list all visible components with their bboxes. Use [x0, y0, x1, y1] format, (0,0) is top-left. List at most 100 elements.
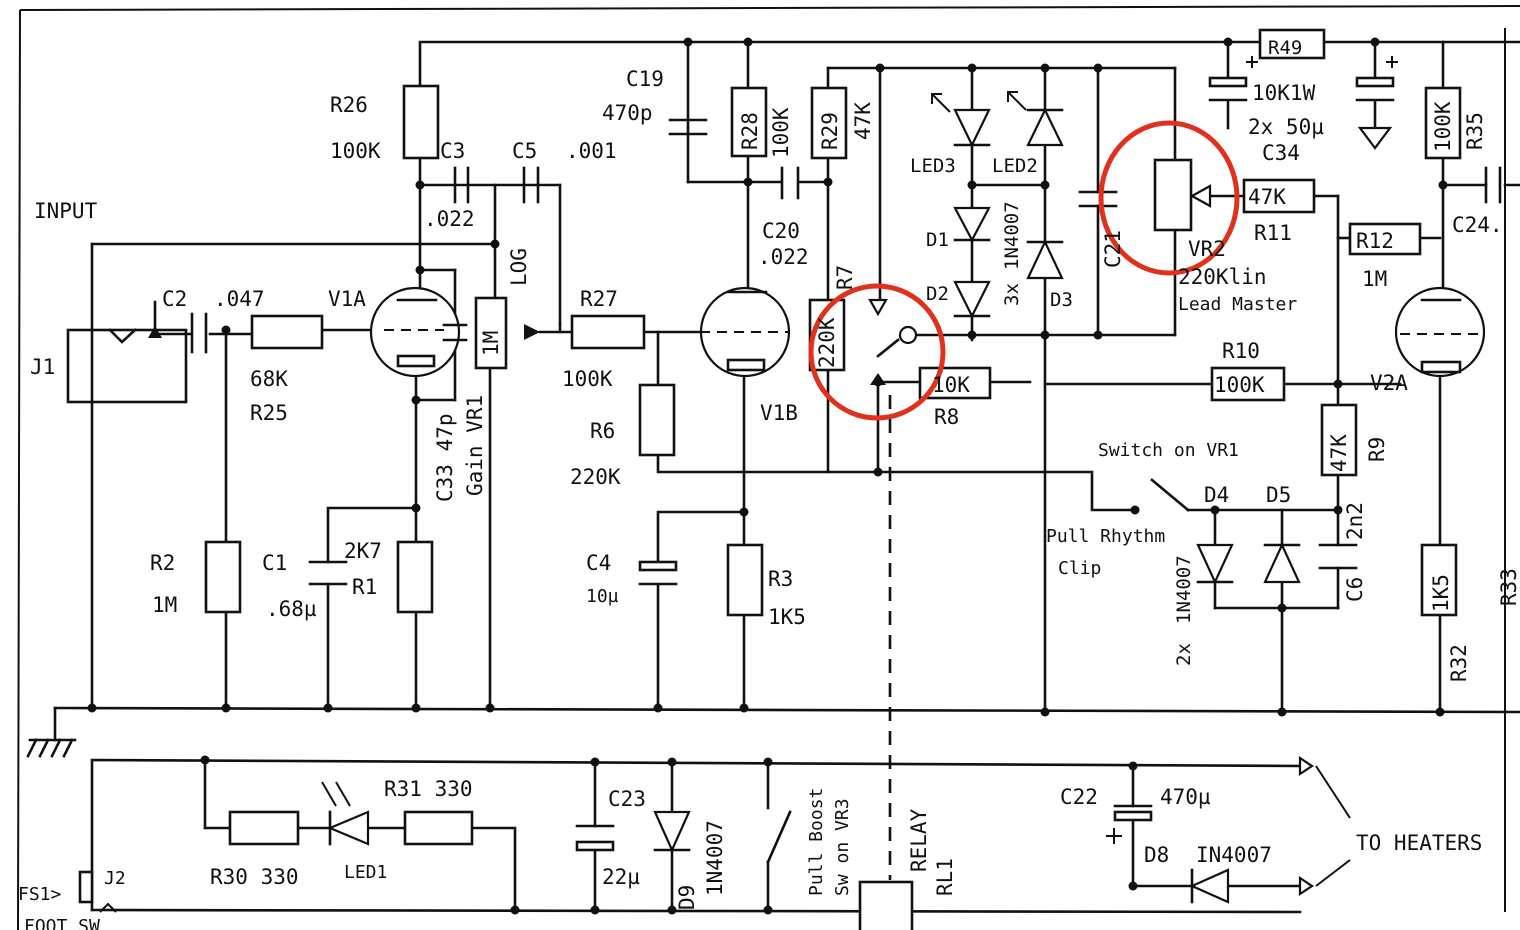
label-r2-value: 1M [152, 593, 177, 617]
tube-v1b [699, 286, 791, 378]
resistor-r3 [726, 543, 764, 617]
capacitor-c34 [1208, 56, 1398, 102]
label-c20: C20 [762, 219, 800, 243]
label-r1-value: 2K7 [344, 539, 382, 563]
heater-arrows [1298, 755, 1351, 897]
label-d8: D8 [1144, 843, 1169, 867]
label-r1: R1 [352, 575, 377, 599]
label-foot-sw: FOOT SW [24, 916, 100, 930]
scan-border [17, 5, 1520, 930]
label-r31: R31 330 [384, 777, 473, 801]
label-1n4007-d3: 1N4007 [1001, 201, 1023, 270]
capacitor-c20 [780, 166, 800, 200]
label-c2: C2 [162, 287, 187, 311]
label-r3: R3 [768, 567, 793, 591]
label-r8: R8 [934, 405, 959, 429]
label-sw-on-vr3: Sw on VR3 [832, 798, 853, 896]
resistor-r2 [204, 540, 242, 614]
capacitor-c1 [308, 560, 348, 586]
label-r25-value: 68K [250, 367, 288, 391]
label-clip: Clip [1058, 558, 1101, 579]
led3 [931, 93, 991, 148]
label-d5: D5 [1266, 483, 1291, 507]
label-r27: R27 [580, 287, 618, 311]
label-r28-value: 100K [769, 107, 793, 158]
label-c2-value: .047 [214, 287, 265, 311]
label-c20-value: .022 [758, 245, 809, 269]
label-r28: R28 [738, 112, 762, 150]
label-c19: C19 [626, 67, 664, 91]
capacitor-c22 [1106, 804, 1153, 844]
potentiometer-vr1 [474, 296, 540, 370]
label-r32-value: 1K5 [1429, 574, 1453, 612]
wires [53, 40, 1520, 914]
label-vr1-value: 1M [479, 331, 503, 356]
potentiometer-vr2 [1153, 158, 1212, 232]
label-j1: J1 [30, 355, 55, 379]
label-c6: C6 [1343, 577, 1367, 602]
label-r32: R32 [1447, 644, 1471, 682]
label-led1: LED1 [344, 862, 387, 883]
label-c33: C33 47p [433, 413, 457, 502]
label-d3: D3 [1050, 289, 1073, 311]
capacitor-c23 [575, 824, 615, 852]
resistor-r11 [1242, 178, 1316, 214]
label-input: INPUT [34, 199, 98, 223]
resistor-r6 [638, 383, 676, 457]
label-r26: R26 [330, 93, 368, 117]
label-c1-value: .68µ [266, 597, 317, 621]
resistor-r27 [570, 314, 646, 350]
label-c5-value: .001 [566, 139, 617, 163]
label-v1b: V1B [760, 401, 798, 425]
label-r12-value: 1M [1362, 267, 1387, 291]
label-c23-value: 22µ [602, 865, 640, 889]
ground-arrow-c34 [1357, 126, 1393, 150]
label-r6: R6 [590, 419, 615, 443]
label-d4: D4 [1204, 483, 1229, 507]
label-v2a: V2A [1370, 371, 1408, 395]
label-c3: C3 [440, 139, 465, 163]
input-jack-j1 [66, 326, 188, 404]
label-log: LOG [507, 248, 531, 286]
capacitor-c21 [1078, 190, 1118, 208]
label-r26-value: 100K [330, 139, 381, 163]
resistor-r35 [1424, 86, 1462, 160]
label-c23: C23 [608, 787, 646, 811]
capacitor-c33 [442, 323, 468, 342]
label-gain-vr1: Gain VR1 [463, 395, 487, 496]
red-annotation-circle-switch [808, 283, 946, 421]
label-r11-value: 47K [1248, 185, 1286, 209]
label-c19-value: 470p [602, 101, 653, 125]
resistor-r28 [730, 86, 768, 158]
label-r25: R25 [250, 401, 288, 425]
label-pull-boost: Pull Boost [806, 788, 827, 896]
label-r2: R2 [150, 551, 175, 575]
resistor-r12 [1348, 222, 1422, 256]
label-c34: C34 [1262, 141, 1300, 165]
diode-d5 [1263, 542, 1301, 584]
diode-d1 [953, 206, 991, 243]
resistor-r9 [1320, 403, 1358, 477]
resistor-r26 [402, 84, 440, 160]
label-r27-value: 100K [562, 367, 613, 391]
label-r29-value: 47K [851, 102, 875, 140]
label-lead-master: Lead Master [1178, 294, 1297, 315]
label-r8-value: 10K [932, 373, 970, 397]
label-c4: C4 [586, 551, 611, 575]
diode-d2 [953, 280, 991, 319]
diode-d4 [1196, 543, 1234, 585]
pull-rhythm-switch [1150, 478, 1190, 512]
label-r11: R11 [1254, 221, 1292, 245]
label-1n4007-d4: 1N4007 [1173, 555, 1195, 624]
capacitor-c3 [453, 166, 470, 204]
label-led3: LED3 [910, 155, 956, 177]
resistor-r10 [1210, 366, 1286, 402]
label-2x: 2x [1173, 643, 1195, 666]
foot-switch-j2 [78, 870, 117, 913]
resistor-r29 [810, 86, 848, 160]
label-r30: R30 330 [210, 865, 299, 889]
resistor-r7 [808, 298, 846, 372]
led1 [321, 781, 370, 846]
label-c6-value: 2n2 [1343, 502, 1367, 540]
